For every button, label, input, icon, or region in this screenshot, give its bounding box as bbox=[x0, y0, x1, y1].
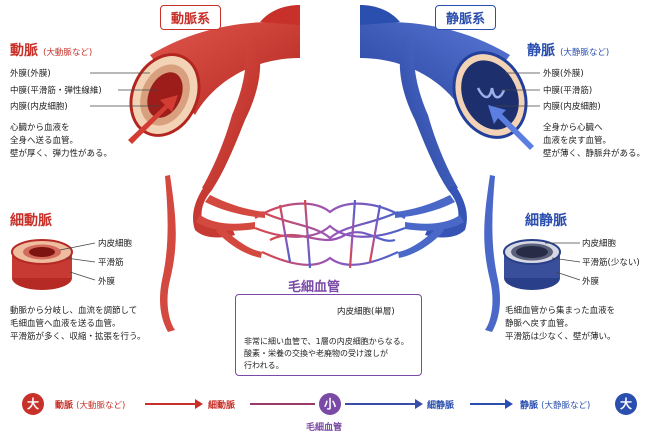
capillary-desc-line: 酸素・栄養の交換や老廃物の受け渡しが bbox=[244, 349, 388, 358]
artery-name: 動脈 bbox=[10, 43, 38, 59]
arteriole-cross-section bbox=[11, 239, 73, 290]
venule-desc-line: 静脈へ戻す血管。 bbox=[505, 319, 574, 329]
capillary-network bbox=[254, 199, 406, 269]
vein-sub: (大静脈など) bbox=[560, 48, 610, 58]
venule-cross-section bbox=[503, 239, 561, 290]
venule-vessels bbox=[395, 175, 500, 332]
artery-heading: 動脈 (大動脈など) bbox=[10, 40, 92, 60]
vein-system-title: 静脈系 bbox=[435, 5, 497, 30]
artery-system-title: 動脈系 bbox=[160, 5, 222, 30]
capillary-desc-line: 行われる。 bbox=[244, 361, 284, 370]
venule-desc-line: 平滑筋は少なく、壁が薄い。 bbox=[505, 332, 616, 342]
venule-layer-endothelium: 内皮細胞 bbox=[582, 239, 617, 249]
venule-heading: 細静脈 bbox=[525, 213, 567, 229]
vein-layer-middle: 中膜(平滑筋) bbox=[543, 86, 593, 96]
venule-layer-muscle: 平滑筋(少ない) bbox=[582, 258, 640, 268]
scale-vein-label: 静脈 bbox=[520, 401, 539, 411]
arteriole-desc-line: 平滑筋が多く、収縮・拡張を行う。 bbox=[10, 332, 146, 342]
artery-layer-inner: 内膜(内皮細胞) bbox=[10, 102, 68, 112]
vein-flow-arrow-icon bbox=[488, 105, 534, 150]
arteriole-heading: 細動脈 bbox=[10, 213, 52, 229]
vein-name: 静脈 bbox=[527, 43, 555, 59]
arteriole-desc-line: 動脈から分岐し、血流を調節して bbox=[10, 306, 138, 316]
scale-artery-label: 動脈 bbox=[55, 401, 74, 411]
vein-layer-inner: 内膜(内皮細胞) bbox=[543, 102, 601, 112]
capillary-layer: 内皮細胞(単層) bbox=[337, 307, 395, 317]
artery-desc-line: 壁が厚く、弾力性がある。 bbox=[10, 149, 113, 159]
arteriole-layer-muscle: 平滑筋 bbox=[98, 258, 124, 268]
capillary-desc: 非常に細い血管で、1層の内皮細胞からなる。 酸素・栄養の交換や老廃物の受け渡しが… bbox=[244, 336, 409, 372]
artery-sub: (大動脈など) bbox=[43, 48, 93, 58]
scale-venule: 細静脈 bbox=[427, 401, 455, 411]
artery-desc-line: 全身へ送る血管。 bbox=[10, 136, 79, 146]
vein-desc-line: 血液を戻す血管。 bbox=[543, 136, 612, 146]
artery-layer-middle: 中膜(平滑筋・弾性線維) bbox=[10, 86, 102, 96]
artery-flow-arrow-icon bbox=[128, 95, 178, 144]
scale-arteriole: 細動脈 bbox=[208, 401, 236, 411]
vein-desc-line: 壁が薄く、静脈弁がある。 bbox=[543, 149, 646, 159]
scale-capillary: 毛細血管 bbox=[306, 423, 343, 433]
arteriole-vessels bbox=[160, 175, 265, 332]
scale-artery: 動脈 (大動脈など) bbox=[55, 398, 125, 411]
arteriole-desc: 動脈から分岐し、血流を調節して 毛細血管へ血液を送る血管。 平滑筋が多く、収縮・… bbox=[10, 305, 146, 344]
vein-heading: 静脈 (大静脈など) bbox=[527, 40, 609, 60]
arteriole-desc-line: 毛細血管へ血液を送る血管。 bbox=[10, 319, 121, 329]
vein-desc-line: 全身から心臓へ bbox=[543, 123, 603, 133]
venule-desc-line: 毛細血管から集まった血液を bbox=[505, 306, 616, 316]
arteriole-layer-adventitia: 外膜 bbox=[98, 277, 116, 287]
venule-desc: 毛細血管から集まった血液を 静脈へ戻す血管。 平滑筋は少なく、壁が薄い。 bbox=[505, 305, 616, 344]
scale-large-right-badge: 大 bbox=[615, 393, 637, 415]
venule-layer-adventitia: 外膜 bbox=[582, 277, 600, 287]
capillary-desc-line: 非常に細い血管で、1層の内皮細胞からなる。 bbox=[244, 337, 409, 346]
vein-valve-icon bbox=[476, 87, 506, 99]
capillary-info-box bbox=[235, 294, 422, 376]
artery-vessel bbox=[128, 5, 300, 238]
scale-vein: 静脈 (大静脈など) bbox=[520, 398, 590, 411]
scale-vein-sub: (大静脈など) bbox=[541, 401, 591, 411]
scale-large-left-badge: 大 bbox=[22, 393, 44, 415]
capillary-heading: 毛細血管 bbox=[288, 280, 341, 295]
arteriole-layer-endothelium: 内皮細胞 bbox=[98, 239, 133, 249]
scale-artery-sub: (大動脈など) bbox=[76, 401, 126, 411]
artery-desc: 心臓から血液を 全身へ送る血管。 壁が厚く、弾力性がある。 bbox=[10, 122, 112, 161]
scale-small-badge: 小 bbox=[319, 393, 341, 415]
vein-desc: 全身から心臓へ 血液を戻す血管。 壁が薄く、静脈弁がある。 bbox=[543, 122, 645, 161]
artery-desc-line: 心臓から血液を bbox=[10, 123, 70, 133]
scale-arrows bbox=[145, 399, 513, 409]
vein-layer-outer: 外膜(外膜) bbox=[543, 69, 584, 79]
artery-layer-outer: 外膜(外膜) bbox=[10, 69, 51, 79]
